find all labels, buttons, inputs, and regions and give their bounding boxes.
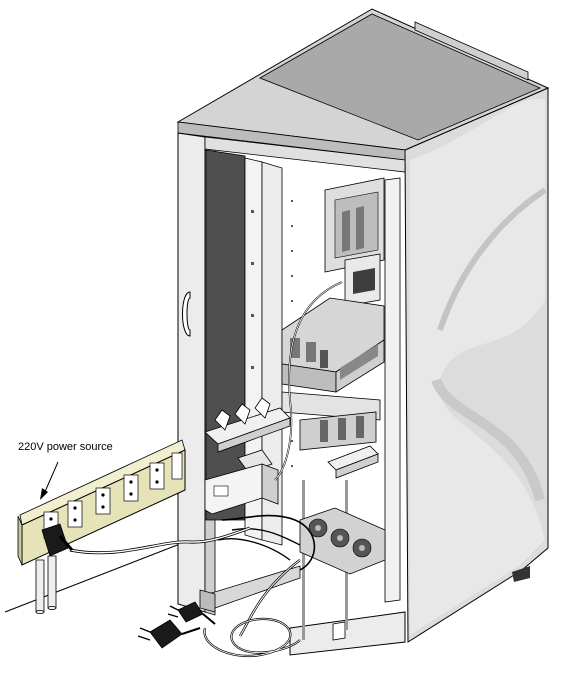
cabinet-side-panel bbox=[404, 87, 549, 643]
power-plug-left bbox=[137, 619, 201, 649]
floor-line bbox=[4, 541, 186, 613]
cabinet-top bbox=[176, 8, 550, 161]
middle-chassis bbox=[281, 297, 385, 451]
fan-tray bbox=[299, 507, 386, 575]
strip-conduits bbox=[35, 555, 57, 615]
upper-chassis bbox=[324, 177, 385, 307]
cable-bracket-left bbox=[204, 397, 291, 453]
outlets bbox=[43, 452, 183, 539]
cable-bracket-right bbox=[327, 445, 379, 479]
callout-arrow bbox=[40, 461, 59, 500]
internal-pdu bbox=[204, 449, 279, 515]
power-cables bbox=[69, 281, 343, 637]
rear-panel bbox=[205, 149, 246, 521]
power-plug-right bbox=[167, 601, 216, 625]
loose-power-cord bbox=[203, 617, 301, 658]
door-handle[interactable] bbox=[182, 291, 191, 337]
plugged-connector bbox=[41, 523, 74, 557]
power-source-label: 220V power source bbox=[18, 441, 113, 453]
